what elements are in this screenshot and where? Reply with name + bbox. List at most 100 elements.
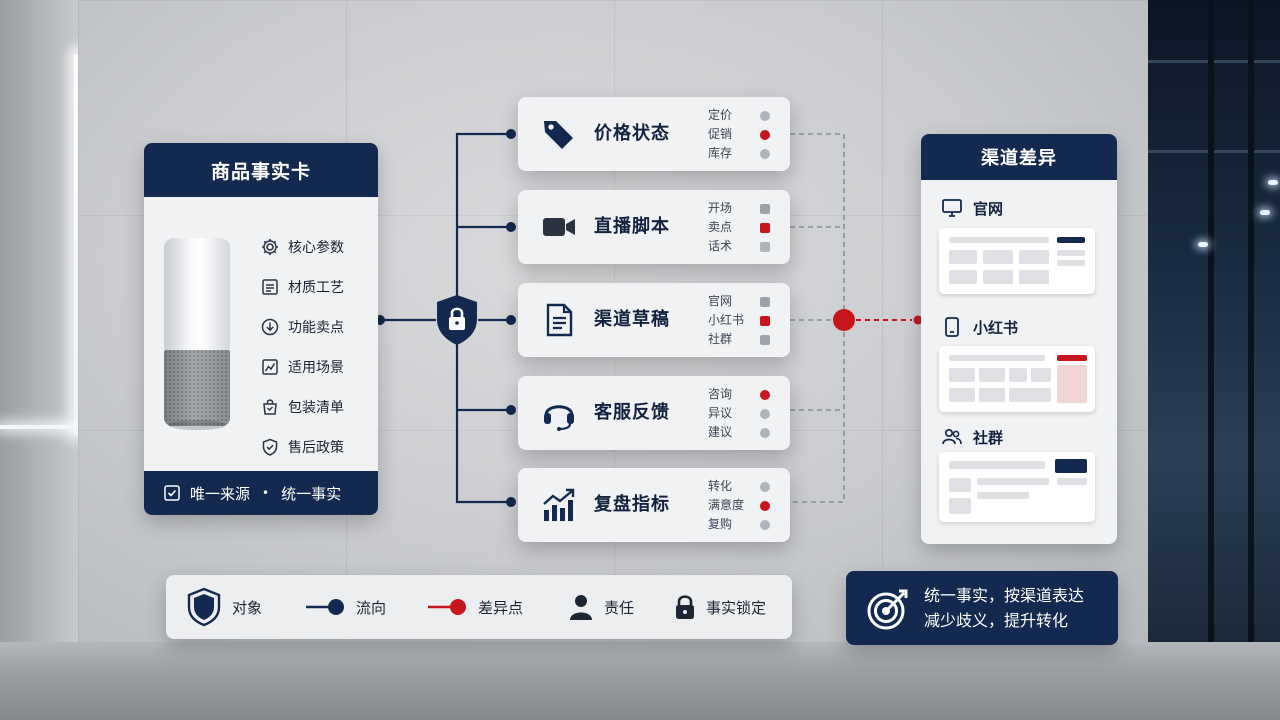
tag-marker [760, 390, 770, 400]
tag-marker [760, 111, 770, 121]
spec-item: 适用场景 [260, 347, 344, 387]
tag-label: 咨询 [708, 387, 733, 401]
line-chart-icon [262, 359, 278, 375]
tag-label: 开场 [708, 201, 733, 215]
stage-card-channel-draft: 渠道草稿 官网 小红书 社群 [518, 283, 790, 357]
footer-text-unified: 统一事实 [281, 484, 342, 503]
legend-item-flow: 流向 [306, 575, 386, 639]
bag-icon [263, 399, 277, 415]
shield-check-icon [262, 438, 278, 456]
community-preview-thumbnail [939, 452, 1095, 522]
left-wall [0, 0, 78, 650]
spec-label: 适用场景 [288, 360, 344, 376]
spec-item: 售后政策 [260, 427, 344, 467]
tag-label: 小红书 [708, 313, 745, 327]
tag-label: 官网 [708, 294, 733, 308]
tag-label: 库存 [708, 146, 733, 160]
tag-label: 话术 [708, 239, 733, 253]
stage-tag: 建议 [708, 423, 778, 442]
legend-label: 差异点 [478, 598, 524, 617]
channel-name: 社群 [973, 428, 1004, 447]
stage-tags: 转化 满意度 复购 [708, 477, 778, 534]
target-icon [867, 589, 908, 630]
tag-marker [760, 335, 770, 345]
person-icon [570, 595, 592, 620]
stage-card-review-metrics: 复盘指标 转化 满意度 复购 [518, 468, 790, 542]
tag-label: 满意度 [708, 498, 745, 512]
tag-marker [760, 297, 770, 307]
legend-label: 流向 [356, 598, 387, 617]
wall-light-strip [74, 55, 79, 435]
stage-title: 复盘指标 [594, 494, 670, 515]
channel-label-website: 官网 [941, 197, 1003, 219]
spec-item: 包装清单 [260, 387, 344, 427]
bar-growth-icon [543, 488, 575, 521]
stage-tag: 转化 [708, 477, 778, 496]
channel-card-title: 渠道差异 [921, 134, 1117, 180]
channel-name: 官网 [973, 199, 1004, 218]
stage-tag: 异议 [708, 404, 778, 423]
summary-text: 统一事实，按渠道表达 减少歧义，提升转化 [924, 583, 1084, 633]
spec-label: 包装清单 [288, 400, 344, 416]
tag-marker [760, 242, 770, 252]
legend-label: 责任 [604, 598, 635, 617]
legend-item-difference: 差异点 [428, 575, 523, 639]
stage-tag: 卖点 [708, 218, 778, 237]
spec-label: 售后政策 [288, 440, 344, 456]
window-view [1148, 0, 1280, 650]
people-icon [942, 428, 962, 445]
tag-marker [760, 482, 770, 492]
document-icon [546, 303, 573, 337]
download-circle-icon [261, 318, 279, 336]
website-preview-thumbnail [939, 228, 1095, 294]
stage-title: 价格状态 [594, 123, 670, 144]
tag-marker [760, 501, 770, 511]
lock-shield-icon [437, 295, 477, 345]
stage-tag: 库存 [708, 144, 778, 163]
tag-label: 异议 [708, 406, 733, 420]
smart-speaker-image [164, 238, 230, 430]
video-camera-icon [543, 218, 575, 236]
stage-card-price-status: 价格状态 定价 促销 库存 [518, 97, 790, 171]
legend-item-object: 对象 [186, 575, 262, 639]
tag-marker [760, 428, 770, 438]
price-tag-icon [544, 121, 573, 149]
flow-line-icon [306, 599, 344, 615]
legend: 对象 流向 差异点 责任 事实锁定 [166, 575, 792, 639]
stage-title: 直播脚本 [594, 216, 670, 237]
difference-line-icon [428, 599, 466, 615]
phone-icon [945, 317, 959, 337]
monitor-icon [942, 199, 962, 217]
list-icon [262, 279, 278, 295]
spec-item: 功能卖点 [260, 307, 344, 347]
summary-line-2: 减少歧义，提升转化 [924, 611, 1069, 630]
stage-title: 渠道草稿 [594, 309, 670, 330]
spec-item: 材质工艺 [260, 267, 344, 307]
xiaohongshu-preview-thumbnail [939, 346, 1095, 412]
summary-banner: 统一事实，按渠道表达 减少歧义，提升转化 [846, 571, 1118, 645]
stage-title: 客服反馈 [594, 402, 670, 423]
legend-label: 事实锁定 [706, 598, 767, 617]
wall-light-strip-horizontal [0, 425, 78, 429]
channel-difference-card: 渠道差异 官网 小红书 [921, 134, 1117, 544]
tag-label: 促销 [708, 127, 733, 141]
legend-item-responsibility: 责任 [568, 575, 634, 639]
tag-label: 社群 [708, 332, 733, 346]
gear-icon [262, 239, 278, 255]
stage-tag: 社群 [708, 330, 778, 349]
tag-marker [760, 204, 770, 214]
stage-tag: 官网 [708, 292, 778, 311]
stage-tag: 开场 [708, 199, 778, 218]
stage-tag: 复购 [708, 515, 778, 534]
spec-item: 核心参数 [260, 227, 344, 267]
verified-document-icon [164, 485, 180, 501]
stage-tag: 促销 [708, 125, 778, 144]
stage-tag: 小红书 [708, 311, 778, 330]
tag-marker [760, 520, 770, 530]
stage-tags: 定价 促销 库存 [708, 106, 778, 163]
summary-line-1: 统一事实，按渠道表达 [924, 586, 1085, 605]
tag-marker [760, 316, 770, 326]
stage-card-customer-feedback: 客服反馈 咨询 异议 建议 [518, 376, 790, 450]
spec-label: 功能卖点 [288, 320, 344, 336]
